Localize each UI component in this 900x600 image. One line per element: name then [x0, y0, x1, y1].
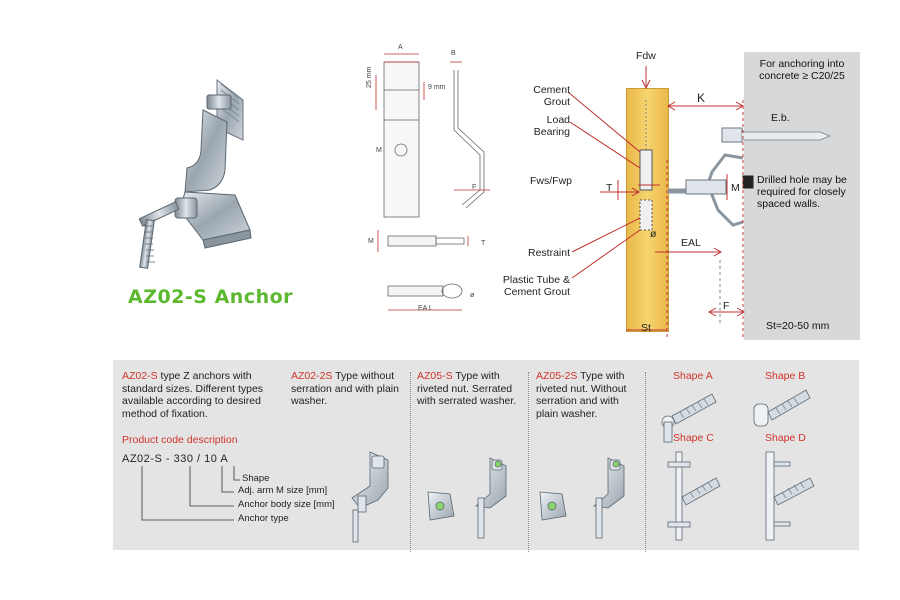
code-body: 330: [173, 453, 194, 465]
types-panel: [113, 360, 859, 550]
st-label: St: [641, 322, 651, 334]
dim-m-label: M: [376, 147, 382, 154]
product-title: AZ02-S Anchor: [128, 286, 294, 308]
load-bearing-label: Load Bearing: [533, 114, 570, 138]
f-label: F: [723, 300, 730, 312]
az022s-text: Type without serration and with plain wa…: [291, 370, 399, 407]
az05s-description: AZ05-S Type with riveted nut. Serrated w…: [417, 370, 523, 408]
k-label: K: [697, 91, 706, 105]
code-dash: -: [165, 453, 171, 465]
cement-grout-label: Cement Grout: [533, 84, 570, 108]
az05s-text: Type with riveted nut. Serrated with ser…: [417, 370, 517, 407]
az052s-code: AZ05-2S: [536, 370, 578, 382]
code-leader-lines: [141, 466, 240, 521]
installation-diagram: [567, 66, 832, 340]
product-code: AZ02-S - 330 / 10 A: [122, 453, 228, 465]
concrete-wall: [744, 52, 860, 340]
wall-note: For anchoring into concrete ≥ C20/25: [759, 58, 845, 82]
dim-f-label: F: [472, 184, 477, 191]
dim-dia-label: ø: [470, 292, 475, 299]
fdw-label: Fdw: [636, 50, 656, 62]
dim-9-label: 9 mm: [428, 84, 446, 91]
code-shape: A: [220, 453, 229, 465]
shape-a-label: Shape A: [673, 370, 713, 382]
dia-label: ø: [650, 228, 657, 240]
code-type: AZ02-S: [122, 453, 163, 465]
az022s-description: AZ02-2S Type without serration and with …: [291, 370, 403, 408]
technical-drawing: [375, 53, 490, 311]
separator-2: [528, 372, 529, 552]
code-shape-label: Shape: [242, 473, 270, 484]
dim-eal-label: EA L: [418, 305, 433, 312]
az052s-description: AZ05-2S Type with riveted nut. Without s…: [536, 370, 640, 420]
code-slash: /: [197, 453, 201, 465]
az022s-code: AZ02-2S: [291, 370, 333, 382]
shape-d-label: Shape D: [765, 432, 806, 444]
code-arm: 10: [204, 453, 218, 465]
restraint-label: Restraint: [527, 247, 570, 259]
product-code-heading: Product code description: [122, 434, 238, 446]
shape-drawings: [661, 389, 815, 541]
anchor-product-image: [138, 78, 252, 269]
az02s-text: type Z anchors with standard sizes. Diff…: [122, 370, 264, 420]
az052s-text: Type with riveted nut. Without serration…: [536, 370, 627, 420]
plastic-tube-label: Plastic Tube & Cement Grout: [502, 274, 570, 298]
t-label: T: [606, 182, 613, 194]
az05s-code: AZ05-S: [417, 370, 453, 382]
dim-25-label: 25 mm: [366, 66, 373, 88]
eb-label: E.b.: [771, 112, 790, 124]
shape-c-label: Shape C: [673, 432, 714, 444]
st-range-label: St=20-50 mm: [766, 320, 830, 332]
dim-t-label: T: [481, 240, 486, 247]
dim-a-label: A: [398, 44, 403, 51]
eal-label: EAL: [681, 237, 701, 249]
anchor-variant-images: [351, 451, 625, 543]
separator-3: [645, 372, 646, 552]
code-type-label: Anchor type: [238, 513, 289, 524]
code-body-label: Anchor body size [mm]: [238, 499, 335, 510]
drill-note: Drilled hole may be required for closely…: [757, 174, 847, 210]
shape-b-label: Shape B: [765, 370, 806, 382]
dim-m2-label: M: [368, 238, 374, 245]
fws-label: Fws/Fwp: [530, 175, 572, 187]
az02s-code: AZ02-S: [122, 370, 158, 382]
code-arm-label: Adj. arm M size [mm]: [238, 485, 328, 496]
dim-b-label: B: [451, 50, 456, 57]
az02s-description: AZ02-S type Z anchors with standard size…: [122, 370, 282, 420]
m-label: M: [731, 182, 740, 194]
separator-1: [410, 372, 411, 552]
